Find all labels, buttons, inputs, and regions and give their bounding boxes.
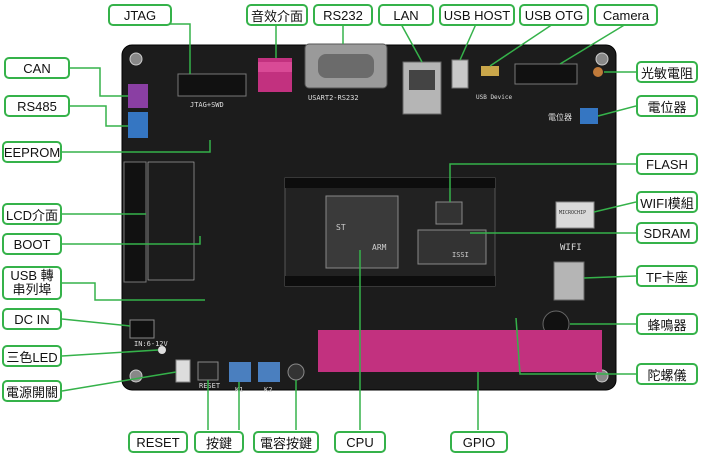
mount-hole	[129, 52, 143, 66]
tf-slot	[553, 261, 585, 301]
label-power-switch: 電源開關	[2, 380, 62, 402]
label-wifi-module: WIFI模組	[636, 191, 698, 213]
label-lan: LAN	[378, 4, 434, 26]
dc-jack	[129, 319, 155, 339]
label-cpu: CPU	[334, 431, 386, 453]
dc-silk: IN:6-12V	[134, 340, 169, 348]
camera-header	[514, 63, 578, 85]
leader-wifi	[593, 201, 637, 213]
flash-chip	[435, 201, 463, 225]
label-photo-resistor: 光敏電阻	[636, 61, 698, 83]
wifi-module	[555, 201, 595, 229]
label-potentiometer: 電位器	[636, 95, 698, 117]
leader-flash	[449, 163, 636, 202]
usart2-silk: USART2-RS232	[308, 94, 359, 102]
cpu-st: ST	[336, 223, 346, 232]
k2-button	[258, 362, 280, 382]
label-rs485: RS485	[4, 95, 70, 117]
label-lcd: LCD介面	[2, 203, 62, 225]
leader-pot	[597, 105, 637, 117]
sdram-chip	[417, 229, 487, 265]
lan-port	[409, 70, 435, 90]
usb-host-port	[451, 59, 469, 89]
label-buzzer: 蜂鳴器	[636, 313, 698, 335]
leader-triled	[61, 349, 159, 357]
core-bottom-header	[285, 276, 495, 286]
lcd-pin-table	[147, 161, 195, 281]
sdram-issi: ISSI	[452, 251, 469, 259]
core-top-header	[285, 178, 495, 188]
jtag-header	[177, 73, 247, 97]
reset-silk: RESET	[199, 382, 221, 390]
leader-eeprom	[62, 140, 211, 153]
label-flash: FLASH	[636, 153, 698, 175]
label-usb-otg: USB OTG	[519, 4, 589, 26]
leader-usbhost	[459, 23, 477, 61]
label-can: CAN	[4, 57, 70, 79]
leader-rs485	[70, 105, 128, 127]
leader-dcin	[61, 318, 131, 327]
gpio-header-right	[562, 330, 602, 372]
label-sdram: SDRAM	[636, 222, 698, 244]
cpu-arm: ARM	[372, 243, 387, 252]
label-gyroscope: 陀螺儀	[636, 363, 698, 385]
lcd-header	[123, 161, 147, 283]
rs485-terminal	[128, 112, 148, 138]
jtag-silk: JTAG+SWD	[190, 101, 224, 109]
tri-led	[158, 346, 166, 354]
label-tf-slot: TF卡座	[636, 265, 698, 287]
gpio-header	[318, 330, 562, 372]
label-boot: BOOT	[2, 233, 62, 255]
audio-jack-2	[258, 62, 292, 72]
usb-device-silk: USB Device	[476, 94, 513, 101]
power-switch	[175, 359, 191, 383]
label-usb-host: USB HOST	[439, 4, 515, 26]
usb-otg-port	[481, 66, 499, 76]
wifi-silk: WIFI	[560, 243, 582, 253]
label-tri-led: 三色LED	[2, 345, 62, 367]
rs232-shell	[318, 54, 374, 78]
pot-silk: 電位器	[548, 112, 572, 122]
label-eeprom: EEPROM	[2, 141, 62, 163]
leader-usbserial	[62, 282, 205, 301]
label-dc-in: DC IN	[2, 308, 62, 330]
label-usb-serial: USB 轉 串列埠	[2, 266, 62, 300]
cap-key	[287, 363, 305, 381]
leader-can	[70, 67, 128, 97]
leader-tf	[583, 275, 637, 279]
label-cap-keys: 電容按鍵	[253, 431, 319, 453]
label-gpio: GPIO	[450, 431, 508, 453]
can-terminal	[128, 84, 148, 108]
label-keys: 按鍵	[194, 431, 244, 453]
wifi-microchip: MICROCHIP	[559, 210, 586, 216]
k2-silk: K2	[264, 386, 272, 394]
leader-lan	[400, 23, 423, 63]
potentiometer	[580, 108, 598, 124]
reset-button	[197, 361, 219, 381]
label-audio: 音效介面	[246, 4, 308, 26]
mount-hole	[595, 52, 609, 66]
cpu-chip	[325, 195, 399, 269]
k1-button	[229, 362, 251, 382]
leader-lines	[61, 23, 637, 430]
photo-resistor	[593, 67, 603, 77]
label-reset: RESET	[128, 431, 188, 453]
leader-boot	[62, 236, 201, 245]
leader-power	[61, 371, 177, 392]
leader-camera	[559, 23, 627, 65]
mount-hole	[129, 369, 143, 383]
label-camera: Camera	[594, 4, 658, 26]
label-rs232: RS232	[313, 4, 373, 26]
leader-usbotg	[489, 23, 554, 67]
leader-gyro	[515, 317, 636, 375]
label-jtag: JTAG	[108, 4, 172, 26]
